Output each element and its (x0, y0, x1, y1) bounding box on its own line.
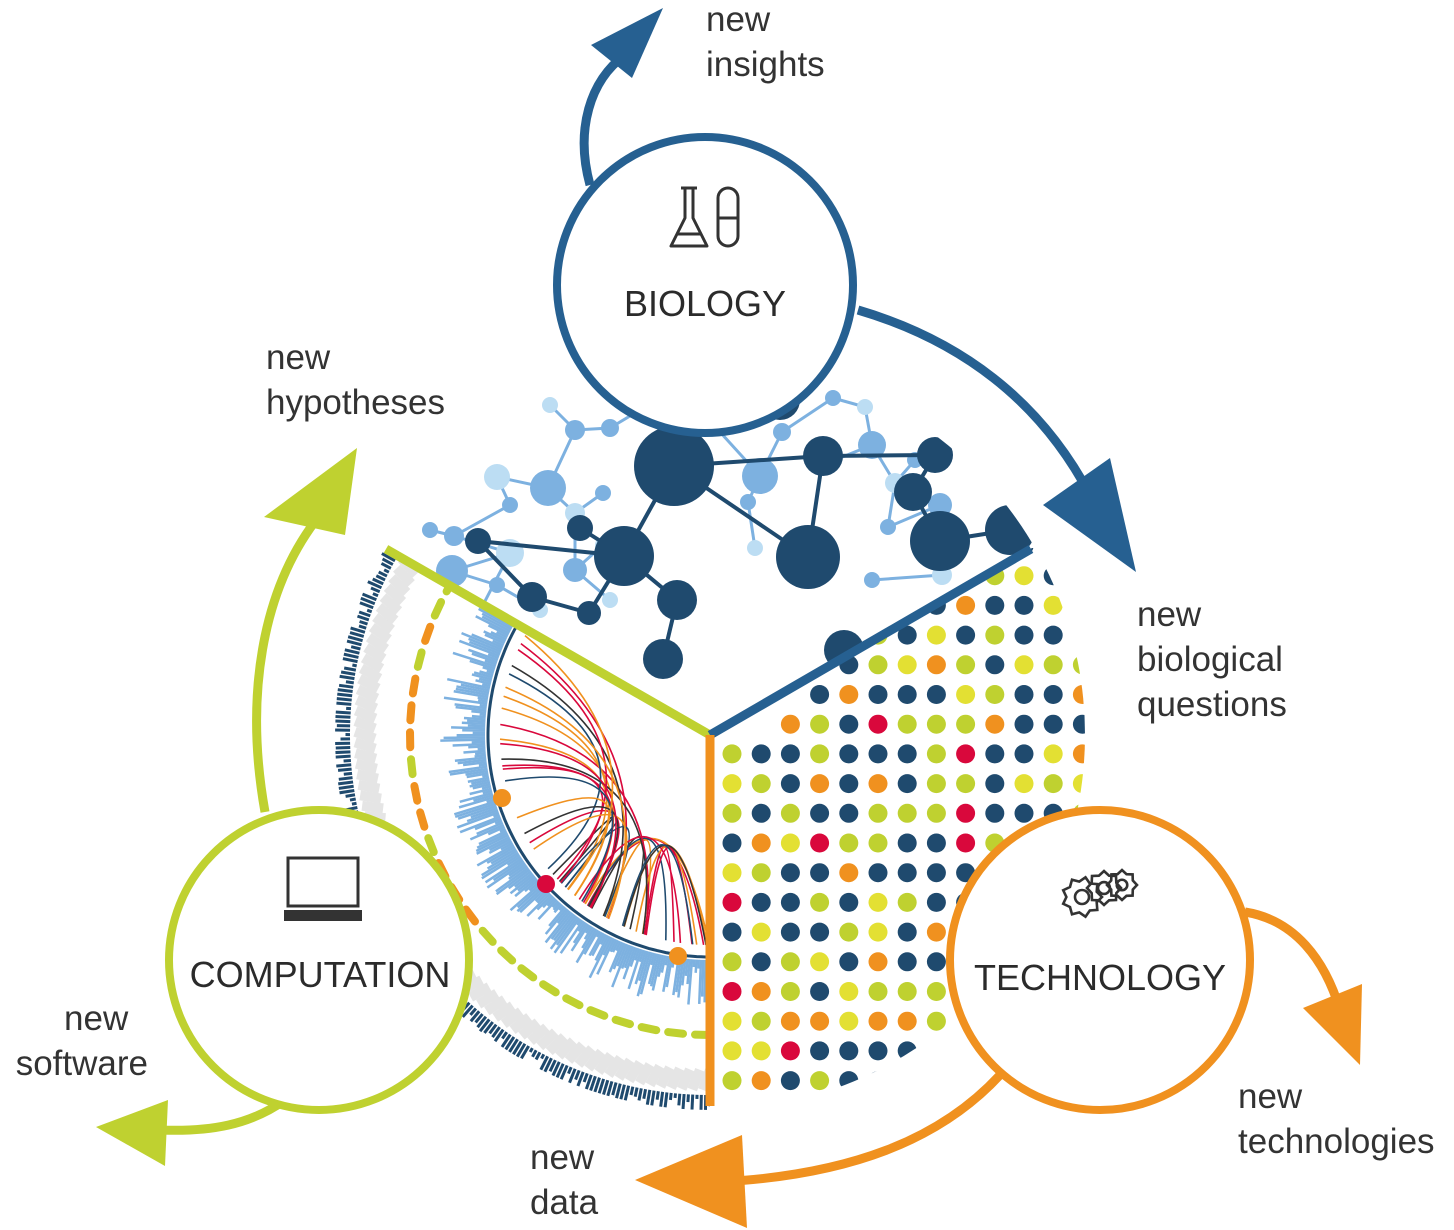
arrow-to-new-hypotheses (252, 448, 357, 813)
new-biological-questions-label: new biological questions (1137, 595, 1293, 724)
divider-biology-technology (707, 545, 1034, 739)
new-data-label: new data (530, 1138, 604, 1222)
lab-flask-test-tube-icon (669, 186, 740, 248)
technology-node: TECHNOLOGY (946, 806, 1254, 1114)
technology-label: TECHNOLOGY (974, 957, 1226, 998)
biology-label: BIOLOGY (624, 283, 786, 324)
arrow-to-new-technologies (1244, 907, 1362, 1065)
divider-computation-biology (383, 545, 713, 739)
gears-icon (1061, 868, 1139, 919)
new-software-label: new software (16, 999, 148, 1083)
computation-label: COMPUTATION (190, 954, 451, 995)
laptop-icon (284, 856, 362, 921)
new-hypotheses-label: new hypotheses (266, 338, 445, 422)
new-insights-label: new insights (706, 0, 825, 84)
arrow-to-new-insights (579, 8, 663, 187)
arrow-to-new-software (96, 1096, 288, 1166)
arrow-to-new-data (635, 1071, 1004, 1228)
new-technologies-label: new technologies (1238, 1077, 1435, 1161)
arrow-to-new-biological-questions (856, 305, 1136, 572)
computation-node: COMPUTATION (165, 806, 473, 1114)
biology-node: BIOLOGY (553, 133, 857, 437)
